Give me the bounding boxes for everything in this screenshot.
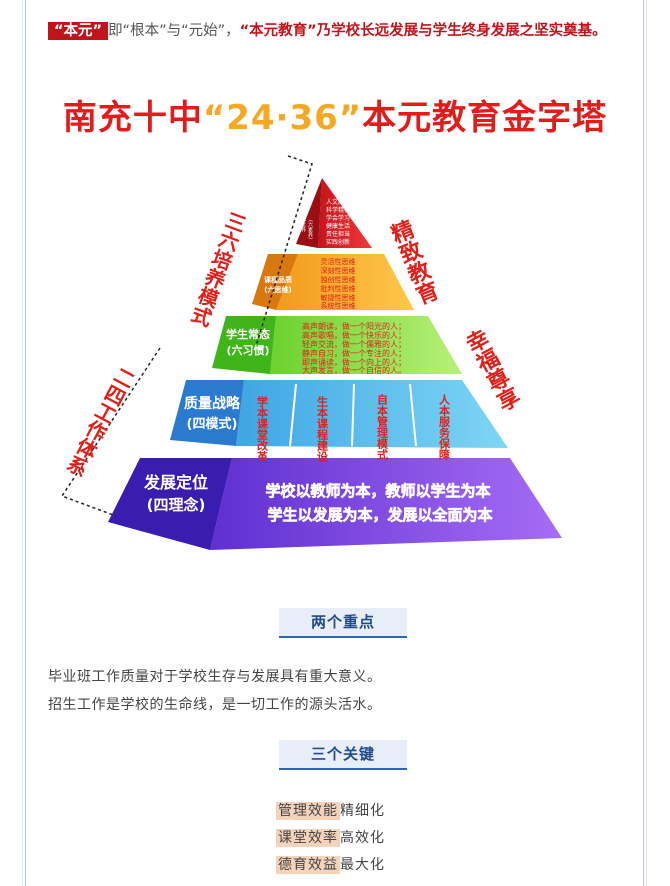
key-highlight: 管理效能 (276, 802, 340, 820)
level-4-line: 系统性思维 (321, 301, 356, 310)
frame-line (646, 0, 647, 886)
pyramid-level-3: 学生常态 (六习惯) 高声朗读，做一个阳光的人； 高声歌唱，做一个快乐的人； 轻… (212, 316, 462, 375)
level-5-line: 健康生活 (326, 222, 350, 230)
level-3-sub: (六习惯) (226, 343, 269, 357)
level-2-divider (409, 383, 417, 447)
level-3-label: 学生常态 (226, 327, 270, 341)
intro-emphasis: “本元教育”乃学校长远发展与学生终身发展之坚实奠基。 (239, 23, 607, 39)
level-5-line: 责任担当 (326, 230, 350, 238)
level-3-line: 轻声交流，做一个儒雅的人； (302, 339, 406, 349)
level-5-sub: (六素养) (307, 220, 313, 239)
pyramid-level-4: 课程品质 (六思维) 灵活性思维 深刻性思维 独创性思维 批判性思维 敏捷性思维… (252, 254, 414, 310)
level-4-sub: (六思维) (264, 285, 291, 294)
key-highlight: 德育效益 (276, 856, 340, 874)
title-numbers: “24·36” (202, 98, 363, 138)
intro-text: 即“根本”与“元始”， (108, 23, 240, 39)
level-2-cell: 人本服务保障 (438, 393, 452, 461)
level-3-face (270, 316, 462, 374)
section-heading-three-keys: 三个关键 (279, 740, 407, 770)
level-4-line: 敏捷性思维 (321, 293, 356, 302)
level-2-divider (289, 383, 297, 447)
level-5-face (318, 178, 372, 248)
level-2-cell: 学本课堂改革 (256, 395, 269, 463)
level-4-line: 灵活性思维 (321, 257, 356, 266)
section-heading-two-points: 两个重点 (279, 608, 407, 638)
level-1-line-1: 学校以教师为本，教师以学生为本 (265, 482, 490, 500)
level-1-label: 发展定位 (143, 473, 208, 492)
level-4-line: 深刻性思维 (321, 266, 356, 275)
pyramid-level-5: 核心素养 (六素养) 人文底蕴 科学精神 学会学习 健康生活 责任担当 实践创新 (296, 178, 372, 248)
title-part2: 本元教育金字塔 (362, 98, 608, 138)
key-item: 课堂效率高效化 (276, 827, 385, 847)
pyramid-diagram: 发展定位 (四理念) 学校以教师为本，教师以学生为本 学生以发展为本，发展以全面… (60, 155, 562, 550)
level-2-side (170, 380, 244, 446)
key-highlight: 课堂效率 (276, 829, 340, 847)
level-3-line: 高声朗读，做一个阳光的人； (302, 321, 406, 331)
level-1-face (210, 458, 562, 550)
section1-line-1: 毕业班工作质量对于学校生存与发展具有重大意义。 (48, 669, 382, 685)
level-5-line: 科学精神 (326, 206, 350, 214)
level-4-label: 课程品质 (264, 275, 292, 284)
left-label-upper: 三六培养模式 (186, 208, 250, 329)
level-4-line: 独创性思维 (321, 275, 356, 284)
level-4-face (276, 254, 414, 310)
intro-tag: “本元” (48, 22, 109, 40)
level-5-side (296, 178, 322, 248)
level-3-line: 即声诵读，做一个向上的人； (302, 357, 406, 367)
level-3-line: 高声歌唱，做一个快乐的人； (302, 330, 406, 340)
key-item: 管理效能精细化 (276, 800, 385, 820)
level-1-sub: (四理念) (147, 496, 206, 514)
key-rest: 最大化 (340, 857, 385, 873)
left-label-lower: 二四工作体系 (61, 362, 139, 479)
level-1-side (108, 458, 232, 550)
pyramid-level-2: 质量战略 (四模式) 学本课堂改革 生本课程建设 自本管理模式 人本服务保障 (170, 380, 508, 463)
level-3-line: 静声自习，做一个专注的人； (302, 348, 406, 358)
level-5-line: 学会学习 (326, 214, 350, 222)
level-2-sub: (四模式) (187, 416, 238, 432)
level-5-line: 实践创新 (326, 238, 350, 246)
intro-paragraph: “本元”即“根本”与“元始”，“本元教育”乃学校长远发展与学生终身发展之坚实奠基… (48, 18, 628, 44)
bracket-upper (255, 155, 313, 347)
frame-line (22, 0, 23, 886)
key-rest: 精细化 (340, 803, 385, 819)
title-part1: 南充十中 (62, 98, 203, 138)
level-1-line-2: 学生以发展为本，发展以全面为本 (267, 506, 492, 524)
level-2-cell: 自本管理模式 (376, 393, 389, 461)
level-4-line: 批判性思维 (321, 284, 356, 293)
level-5-line: 人文底蕴 (326, 198, 350, 206)
level-5-label: 核心素养 (300, 211, 306, 233)
key-item: 德育效益最大化 (276, 854, 385, 874)
pyramid-level-1: 发展定位 (四理念) 学校以教师为本，教师以学生为本 学生以发展为本，发展以全面… (108, 458, 562, 550)
frame-line (643, 0, 644, 886)
level-2-face (236, 380, 508, 448)
section1-line-2: 招生工作是学校的生命线，是一切工作的源头活水。 (48, 697, 382, 713)
level-4-side (252, 254, 298, 310)
level-2-divider (351, 383, 355, 447)
level-2-cell: 生本课程建设 (316, 395, 329, 463)
level-2-label: 质量战略 (184, 395, 241, 412)
page-title: 南充十中“24·36”本元教育金字塔 (0, 90, 670, 139)
level-3-line: 大声发言，做一个自信的人。 (302, 365, 406, 375)
frame-line (25, 0, 26, 886)
key-rest: 高效化 (340, 830, 385, 846)
